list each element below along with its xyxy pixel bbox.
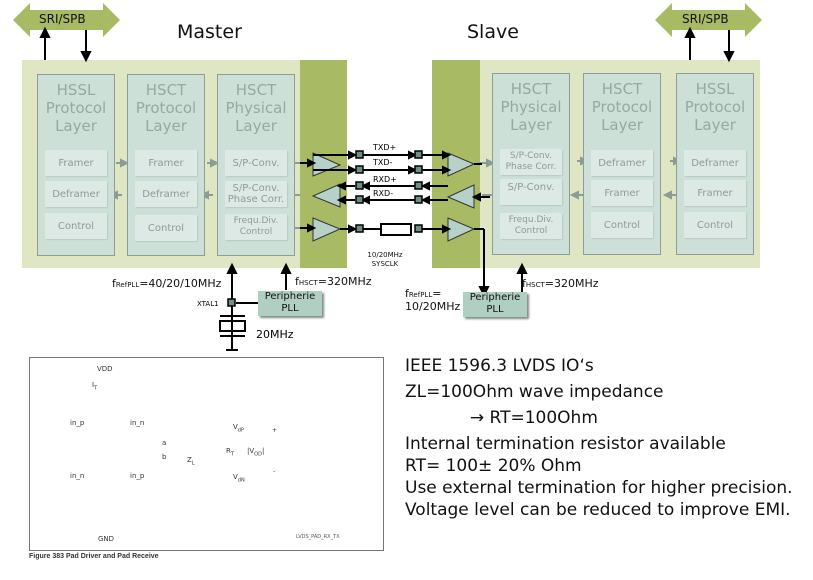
block-control: Control xyxy=(591,212,653,238)
notes-text: IEEE 1596.3 LVDS IO‘s ZL=100Ohm wave imp… xyxy=(405,355,810,521)
block-sp-conv: S/P-Conv. xyxy=(225,150,287,176)
signal-rxd-plus: RXD+ xyxy=(373,175,397,184)
sysclk-resistor xyxy=(380,223,412,236)
fig-label-in-n-2: in_n xyxy=(70,472,85,480)
fig-label-a: a xyxy=(162,439,167,447)
master-peripherie-pll: Peripherie PLL xyxy=(258,291,322,316)
note-line: Use external termination for higher prec… xyxy=(405,478,793,498)
bus-label-right: SRI/SPB xyxy=(682,12,729,26)
crystal-icon xyxy=(219,315,246,351)
note-line: ZL=100Ohm wave impedance xyxy=(405,382,664,402)
layer-title: HSSL Protocol Layer xyxy=(684,80,746,134)
note-line: Voltage level can be reduced to improve … xyxy=(405,500,791,520)
fig-id-label: LVDS_PAD_RX_TX xyxy=(296,534,340,540)
block-deframer: Deframer xyxy=(135,181,197,207)
fig-label-rt: RT xyxy=(226,447,234,458)
block-deframer: Deframer xyxy=(684,150,746,176)
fig-label-plus: + xyxy=(272,427,278,434)
bus-label-left: SRI/SPB xyxy=(39,12,86,26)
crystal-freq-label: 20MHz xyxy=(256,328,294,341)
signal-txd-plus: TXD+ xyxy=(373,143,397,152)
layer-title: HSSL Protocol Layer xyxy=(45,81,107,135)
fig-label-b: b xyxy=(162,453,167,461)
bus-arrow-right xyxy=(655,3,762,37)
layer-title: HSCT Physical Layer xyxy=(500,80,562,134)
signal-rxd-minus: RXD- xyxy=(373,189,394,198)
figure-caption: Figure 383 Pad Driver and Pad Receive xyxy=(29,553,159,560)
slave-fhsct-label: fHSCT=320MHz xyxy=(522,277,599,290)
rx-receiver-slave xyxy=(446,152,476,242)
tx-driver-master xyxy=(311,152,342,242)
pad-icons xyxy=(355,150,423,233)
block-deframer: Deframer xyxy=(591,150,653,176)
xtal-pad xyxy=(227,298,236,307)
slave-peripherie-pll: Peripherie PLL xyxy=(463,292,527,317)
slave-layer-hsct-protocol: HSCT Protocol Layer Deframer Framer Cont… xyxy=(583,73,661,255)
fig-label-gnd: GND xyxy=(98,535,115,543)
fig-label-vdd: VDD xyxy=(97,365,113,373)
slave-layer-hssl-protocol: HSSL Protocol Layer Deframer Framer Cont… xyxy=(676,73,754,255)
fig-label-in-n-1: in_n xyxy=(130,419,145,427)
fig-label-in-p-1: in_p xyxy=(70,419,85,427)
layer-title: HSCT Protocol Layer xyxy=(135,81,197,135)
block-framer: Framer xyxy=(591,180,653,206)
block-framer: Framer xyxy=(684,180,746,206)
master-title: Master xyxy=(177,21,242,43)
fig-label-vod: |VOD| xyxy=(247,447,265,458)
xtal-label: XTAL1 xyxy=(197,300,219,308)
fig-label-zl: ZL xyxy=(187,456,195,467)
bus-arrow-left xyxy=(13,3,120,37)
note-line: RT= 100± 20% Ohm xyxy=(405,456,582,476)
master-fref-label: fRefPLL=40/20/10MHz xyxy=(112,277,222,290)
block-sp-conv: S/P-Conv. xyxy=(500,179,562,205)
fig-label-vdn: VdN xyxy=(233,473,245,484)
signal-txd-minus: TXD- xyxy=(373,158,393,167)
note-line: Internal termination resistor available xyxy=(405,434,726,454)
slave-fref-label: fRefPLL= 10/20MHz xyxy=(405,287,461,313)
block-frequ-div-control: Frequ.Div. Control xyxy=(500,213,562,239)
master-layer-hsct-physical: HSCT Physical Layer S/P-Conv. S/P-Conv. … xyxy=(217,74,295,256)
block-frequ-div-control: Frequ.Div. Control xyxy=(225,214,287,240)
note-line: → RT=100Ohm xyxy=(405,408,598,428)
block-framer: Framer xyxy=(45,150,107,176)
block-deframer: Deframer xyxy=(45,181,107,207)
block-sp-conv-phase-corr: S/P-Conv. Phase Corr. xyxy=(500,149,562,175)
fig-label-it: IT xyxy=(92,381,98,392)
slave-layer-hsct-physical: HSCT Physical Layer S/P-Conv. Phase Corr… xyxy=(492,73,570,255)
block-control: Control xyxy=(684,212,746,238)
layer-title: HSCT Physical Layer xyxy=(225,81,287,135)
slave-title: Slave xyxy=(467,21,519,43)
lvds-figure xyxy=(29,357,384,551)
block-control: Control xyxy=(45,213,107,239)
fig-label-in-p-2: in_p xyxy=(130,472,145,480)
master-fhsct-label: fHSCT=320MHz xyxy=(295,275,372,288)
master-layer-hssl-protocol: HSSL Protocol Layer Framer Deframer Cont… xyxy=(37,74,115,256)
block-sp-conv-phase-corr: S/P-Conv. Phase Corr. xyxy=(225,181,287,207)
block-framer: Framer xyxy=(135,150,197,176)
fig-label-vdp: VdP xyxy=(233,423,244,434)
note-line: IEEE 1596.3 LVDS IO‘s xyxy=(405,356,594,376)
master-layer-hsct-protocol: HSCT Protocol Layer Framer Deframer Cont… xyxy=(127,74,205,256)
block-control: Control xyxy=(135,215,197,241)
sysclk-label: 10/20MHz SYSCLK xyxy=(367,251,403,268)
fig-label-minus: - xyxy=(273,468,276,475)
layer-title: HSCT Protocol Layer xyxy=(591,80,653,134)
